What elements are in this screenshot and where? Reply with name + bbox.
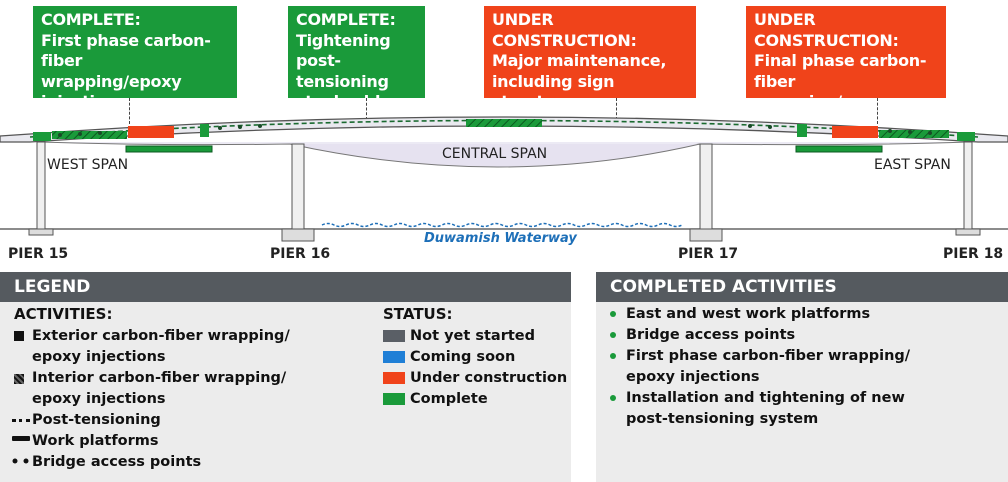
leader-line bbox=[366, 98, 367, 120]
west-under-construction-wrap bbox=[128, 126, 174, 138]
status-complete: Complete bbox=[410, 391, 488, 407]
completed-activities-header: COMPLETED ACTIVITIES bbox=[596, 272, 1008, 302]
central-span-label: CENTRAL SPAN bbox=[442, 146, 548, 162]
status-not-started: Not yet started bbox=[410, 328, 535, 344]
callout-west-complete: COMPLETE: First phase carbon-fiber wrapp… bbox=[33, 6, 237, 111]
access-points bbox=[58, 124, 932, 137]
completed-item: East and west work platforms bbox=[626, 306, 871, 322]
status-coming-soon: Coming soon bbox=[410, 349, 516, 365]
pier-15-label: PIER 15 bbox=[8, 246, 69, 262]
callout-status: UNDER CONSTRUCTION: bbox=[492, 10, 637, 50]
callout-east-under-construction: UNDER CONSTRUCTION: Final phase carbon-f… bbox=[746, 6, 946, 132]
activity-exterior-wrap: Exterior carbon-fiber wrapping/ epoxy in… bbox=[32, 328, 290, 365]
post-tensioning-line-icon bbox=[12, 419, 30, 422]
west-span-label: WEST SPAN bbox=[47, 157, 129, 173]
bullet-icon bbox=[610, 395, 616, 401]
completed-item: First phase carbon-fiber wrapping/ epoxy… bbox=[626, 348, 911, 385]
pier-16-label: PIER 16 bbox=[270, 246, 331, 262]
status-heading: STATUS: bbox=[383, 305, 453, 323]
pier-16-column bbox=[291, 143, 305, 231]
status-not-started-swatch bbox=[383, 330, 405, 342]
status-coming-soon-swatch bbox=[383, 351, 405, 363]
bullet-icon bbox=[610, 353, 616, 359]
status-under-construction-swatch bbox=[383, 372, 405, 384]
status-complete-swatch bbox=[383, 393, 405, 405]
access-points-dots-icon bbox=[12, 457, 32, 465]
water-wave bbox=[321, 222, 683, 228]
pier-18-label: PIER 18 bbox=[943, 246, 1004, 262]
activities-heading: ACTIVITIES: bbox=[14, 305, 113, 323]
east-interior-wrap bbox=[879, 130, 949, 138]
central-hatched-segment bbox=[466, 119, 542, 127]
callout-status: COMPLETE: bbox=[296, 10, 396, 29]
activity-interior-wrap: Interior carbon-fiber wrapping/ epoxy in… bbox=[32, 370, 287, 407]
callout-status: UNDER CONSTRUCTION: bbox=[754, 10, 899, 50]
activity-post-tensioning: Post-tensioning bbox=[32, 412, 161, 428]
activity-access-points: Bridge access points bbox=[32, 454, 202, 470]
west-work-platform bbox=[125, 145, 213, 153]
interior-wrap-hatched-square-icon bbox=[14, 374, 24, 384]
legend-header: LEGEND bbox=[0, 272, 571, 302]
leader-line bbox=[877, 98, 878, 124]
bullet-icon bbox=[610, 332, 616, 338]
pier-17-label: PIER 17 bbox=[678, 246, 739, 262]
east-work-platform bbox=[795, 145, 883, 153]
completed-item: Installation and tightening of new post-… bbox=[626, 390, 905, 427]
exterior-wrap-square-icon bbox=[14, 331, 24, 341]
pier-18-column bbox=[963, 141, 973, 231]
leader-line bbox=[616, 98, 617, 120]
bullet-icon bbox=[610, 311, 616, 317]
status-under-construction: Under construction bbox=[410, 370, 568, 386]
bridge-elevation-diagram bbox=[0, 116, 1008, 242]
leader-line bbox=[129, 98, 130, 124]
legend-panel bbox=[0, 302, 571, 482]
callout-description: Tightening post-tensioning steel cables bbox=[296, 30, 400, 112]
work-platform-bar-icon bbox=[12, 436, 30, 441]
callout-description: First phase carbon-fiber wrapping/epoxy … bbox=[41, 30, 211, 112]
waterway-label: Duwamish Waterway bbox=[424, 231, 577, 246]
pier-15-column bbox=[36, 141, 46, 231]
callout-status: COMPLETE: bbox=[41, 10, 141, 29]
bridge-deck bbox=[0, 116, 1008, 143]
east-under-construction-wrap bbox=[832, 126, 878, 138]
east-span-label: EAST SPAN bbox=[874, 157, 951, 173]
pier-17-column bbox=[699, 143, 713, 231]
west-interior-wrap bbox=[52, 131, 127, 139]
activity-work-platforms: Work platforms bbox=[32, 433, 159, 449]
completed-item: Bridge access points bbox=[626, 327, 796, 343]
callout-post-tensioning-complete: COMPLETE: Tightening post-tensioning ste… bbox=[288, 6, 425, 111]
completed-panel bbox=[596, 302, 1008, 482]
west-exterior-wrap bbox=[33, 132, 51, 141]
